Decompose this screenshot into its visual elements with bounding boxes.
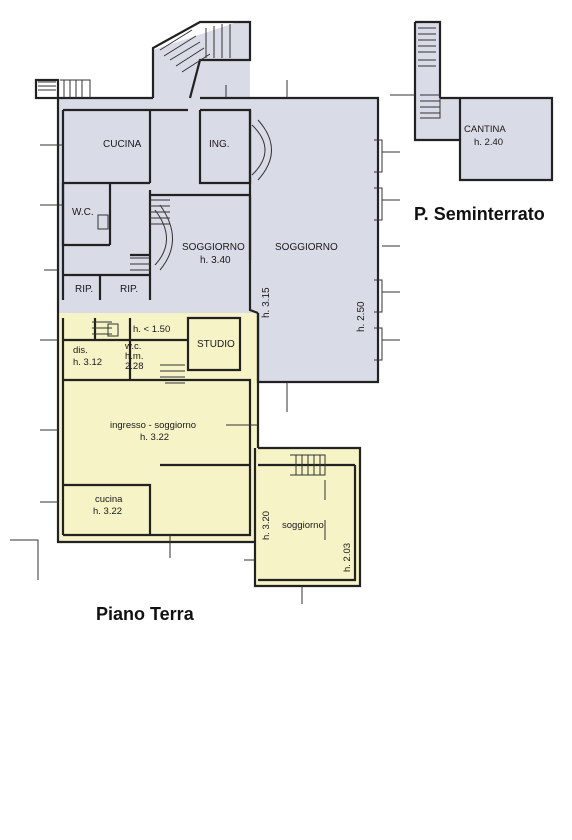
room-ing: ING. xyxy=(209,139,230,150)
title-basement: P. Seminterrato xyxy=(414,204,545,224)
grey-area xyxy=(58,22,378,382)
room-soggiorno-annex: soggiorno xyxy=(282,520,324,531)
room-cantina-h: h. 2.40 xyxy=(474,137,503,148)
room-wc-hm: h.m. xyxy=(125,351,143,362)
title-ground-floor: Piano Terra xyxy=(96,604,195,624)
room-soggiorno-left: SOGGIORNO xyxy=(182,242,245,253)
height-315: h. 3.15 xyxy=(261,287,272,318)
room-ingresso: ingresso - soggiorno xyxy=(110,420,196,431)
room-cucina-lower: cucina xyxy=(95,494,123,505)
room-ingresso-h: h. 3.22 xyxy=(140,432,169,443)
room-rip-2: RIP. xyxy=(120,284,138,295)
room-wc-lower: w.c. xyxy=(124,341,141,352)
basement-plan xyxy=(390,20,554,182)
room-wc-upper: W.C. xyxy=(72,207,94,218)
lower-walls xyxy=(10,313,362,604)
height-320: h. 3.20 xyxy=(261,511,272,540)
height-203: h. 2.03 xyxy=(342,543,353,572)
room-soggiorno-right: SOGGIORNO xyxy=(275,242,338,253)
room-cantina: CANTINA xyxy=(464,124,506,135)
room-cucina-lower-h: h. 3.22 xyxy=(93,506,122,517)
height-250: h. 2.50 xyxy=(356,301,367,332)
upper-walls xyxy=(34,20,400,412)
room-wc-h: 2.28 xyxy=(125,361,144,372)
room-dis-h: h. 3.12 xyxy=(73,357,102,368)
room-soggiorno-left-h: h. 3.40 xyxy=(200,255,231,266)
height-under-150: h. < 1.50 xyxy=(133,324,170,335)
room-rip-1: RIP. xyxy=(75,284,93,295)
room-dis: dis. xyxy=(73,345,88,356)
room-studio: STUDIO xyxy=(197,339,235,350)
yellow-area xyxy=(58,313,360,586)
room-cucina-upper: CUCINA xyxy=(103,139,142,150)
